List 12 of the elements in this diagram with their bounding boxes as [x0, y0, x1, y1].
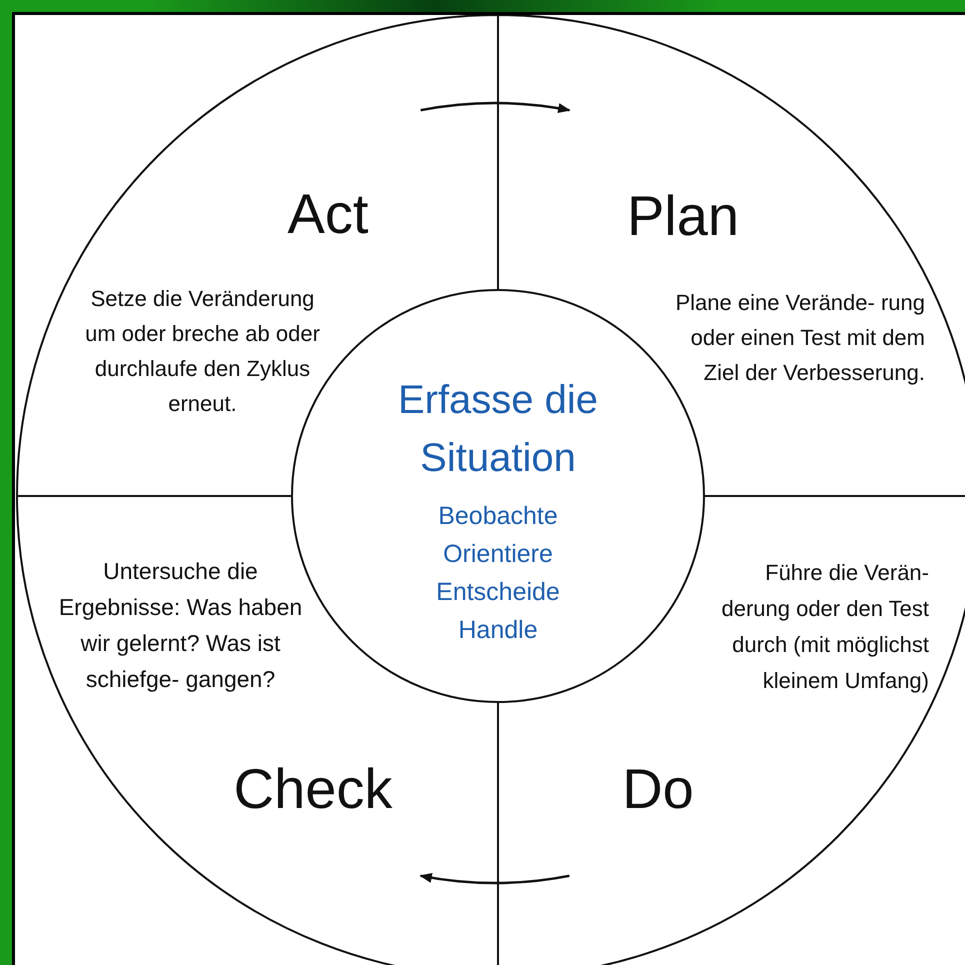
phase-heading: Check — [232, 756, 394, 822]
phase-description: Plane eine Verände- rung oder einen Test mit dem Ziel der Verbesserung. — [674, 289, 925, 387]
arrow — [420, 102, 571, 114]
center-title: Erfasse die Situation — [396, 377, 600, 482]
phase-heading: Do — [621, 756, 695, 822]
phase-description: Setze die Veränderung um oder breche ab oder durchlaufe den Zyklus erneut. — [84, 285, 321, 418]
phase-heading: Plan — [626, 183, 740, 249]
arrow — [419, 872, 570, 884]
phase-heading: Act — [286, 181, 370, 247]
phase-description: Führe die Verän- derung oder den Test durch (mit möglichst kleinem Umfang) — [720, 559, 929, 695]
phase-description: Untersuche die Ergebnisse: Was haben wir gelernt? Was ist schiefge- gangen? — [58, 557, 304, 694]
center-steps: Beobachte Orientiere Entscheide Handle — [403, 497, 593, 649]
